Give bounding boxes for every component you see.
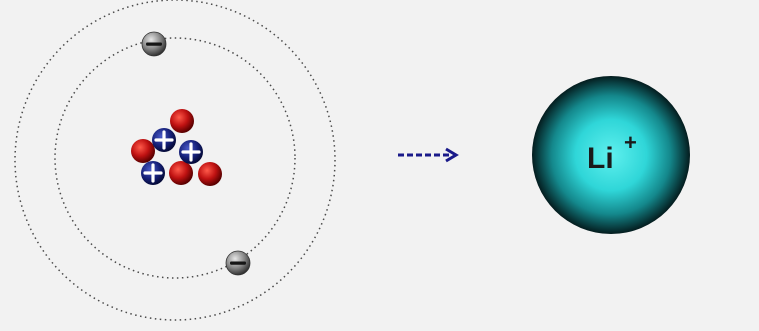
nucleus (131, 109, 222, 186)
lithium-ion: Li + (532, 76, 690, 234)
dashed-arrow-icon (398, 149, 456, 161)
neutron (131, 139, 155, 163)
inner-orbit (55, 38, 295, 278)
neutron (170, 109, 194, 133)
proton (152, 128, 176, 152)
ion-symbol: Li (587, 142, 614, 175)
ion-charge: + (624, 130, 637, 155)
proton (141, 161, 165, 185)
outer-orbit (15, 0, 335, 320)
electron (142, 32, 166, 56)
electron (226, 251, 250, 275)
proton (179, 140, 203, 164)
neutron (169, 161, 193, 185)
neutron (198, 162, 222, 186)
